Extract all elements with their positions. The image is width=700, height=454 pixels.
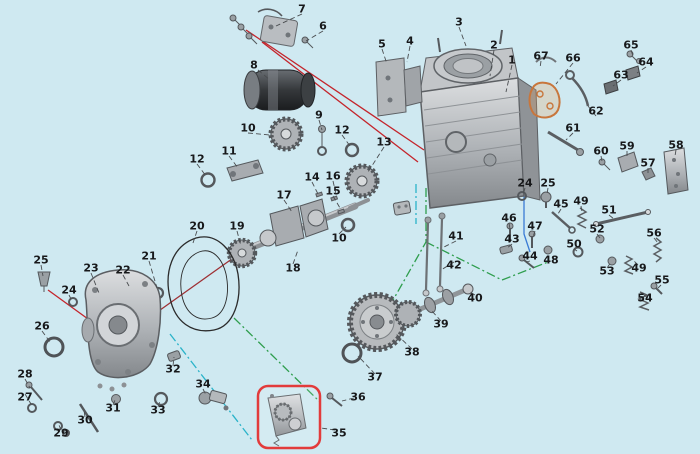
dipstick-62 [565,70,590,107]
washer-12-left [200,172,216,188]
seal-37 [341,342,363,364]
bolts-46-47 [506,222,536,248]
case-gasket [167,236,240,332]
pinion-gear [268,116,304,152]
flywheel-gear [347,292,407,352]
mount-brackets [375,57,423,117]
pushrods [422,212,446,297]
camshaft [394,283,474,328]
highlight-box [256,384,322,450]
breather-25-left [37,271,51,292]
bolts-65 [626,50,642,64]
fitting-34 [198,390,229,411]
green-reference-lines [233,188,549,403]
small-plate [392,200,412,216]
oil-seal-26 [43,336,65,358]
clamp-63 [603,79,619,95]
washer-12-right [344,142,360,158]
bolt-36 [326,392,343,407]
bolt-9 [317,125,327,156]
leader-lines [24,13,677,431]
blue-reference-line [523,186,531,253]
oil-pump-assembly [267,393,307,447]
nut-31 [111,394,121,404]
bolt-28 [25,381,43,401]
starter-motor [243,69,316,111]
plug-32 [167,350,181,362]
cover-studs [97,382,127,392]
idler-arm [226,159,264,182]
wire-67 [535,56,557,63]
gearcase-cover [81,269,162,379]
clamp-64 [625,65,641,81]
crank-gear [226,237,258,269]
connector-plate [257,8,299,47]
stud-30 [78,403,100,433]
mount-bolts-top-left [229,14,314,49]
washer-27 [27,403,37,413]
washers-29 [53,421,70,437]
cylinder-block [419,29,541,209]
tappet-43 [499,244,513,255]
gasket-holes [536,90,554,110]
idler-gear [344,163,380,199]
o-ring-33 [153,391,169,407]
head-gasket [528,81,561,119]
crank-bearing [340,217,356,233]
ball-48 [543,245,553,255]
crankshaft [236,198,370,256]
cyan-reference-lines [169,184,417,441]
washer-24-left [68,297,78,307]
bolt-44 [518,254,535,269]
woodruff-keys [315,191,346,215]
governor-cluster [517,130,689,311]
